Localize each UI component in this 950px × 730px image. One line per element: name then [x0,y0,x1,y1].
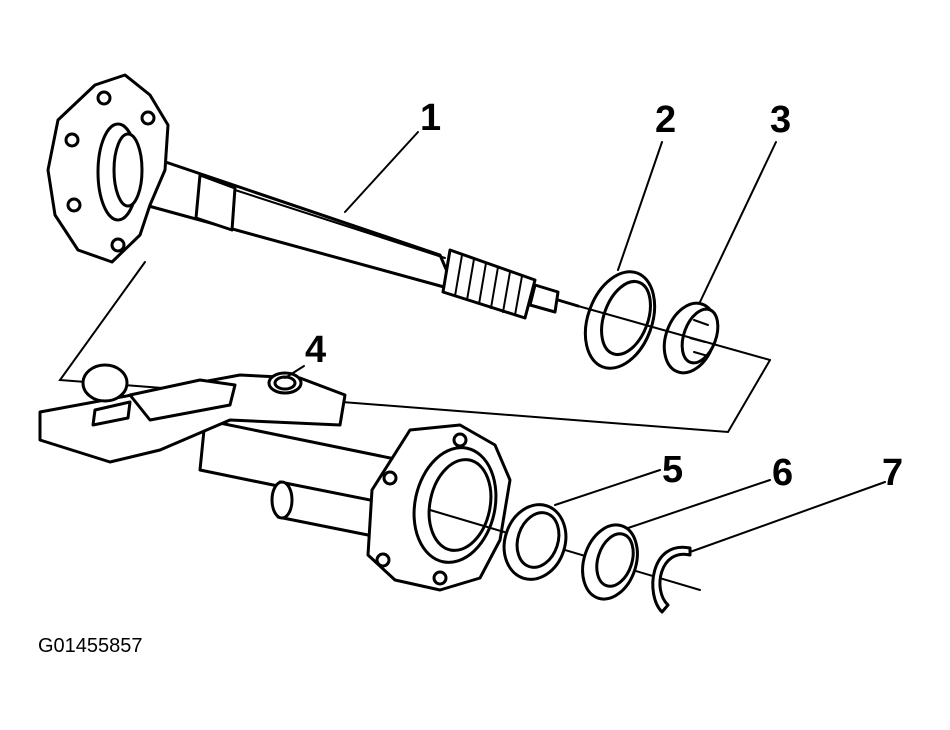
callout-5: 5 [662,449,683,491]
callout-7: 7 [882,452,903,494]
axle-shaft [46,73,580,320]
snap-ring-7 [651,545,692,614]
callout-2: 2 [655,99,676,141]
leader-lines [284,131,886,553]
axle-flange [46,73,170,264]
upper-assembly-guides [58,261,771,434]
seal-6 [581,523,639,601]
callout-labels: 1 2 3 4 5 6 7 [305,97,903,494]
callout-4: 4 [305,329,326,371]
housing-bushing [267,371,303,395]
seal-2 [583,270,657,370]
callout-3: 3 [770,99,791,141]
callout-1: 1 [420,97,441,139]
axle-housing [38,363,512,592]
shim-5 [502,503,568,581]
figure-id: G01455857 [38,635,143,657]
callout-6: 6 [772,452,793,494]
shaft-splines [441,248,560,320]
